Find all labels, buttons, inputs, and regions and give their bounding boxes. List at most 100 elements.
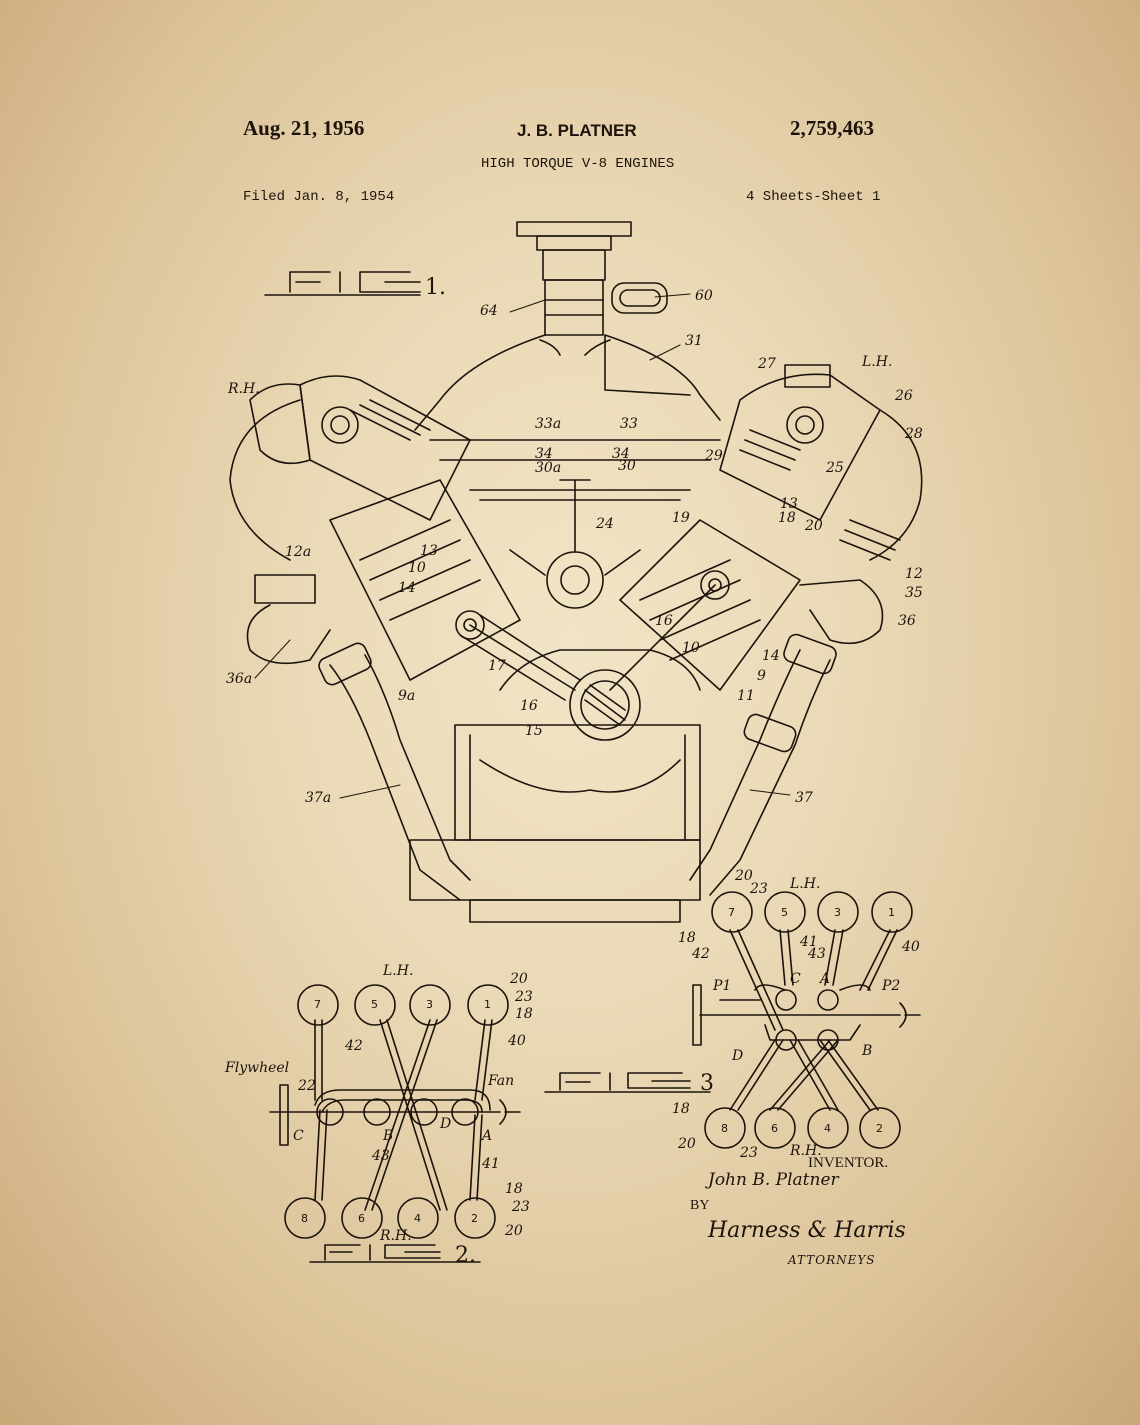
fig2-cyl-4: 4 bbox=[414, 1212, 421, 1225]
attorney-signature: Harness & Harris bbox=[708, 1218, 906, 1243]
label-37: 37 bbox=[795, 790, 813, 806]
label-33: 33 bbox=[620, 416, 638, 432]
label-60: 60 bbox=[695, 288, 713, 304]
filed-date: Filed Jan. 8, 1954 bbox=[243, 189, 395, 205]
by-label: BY bbox=[690, 1198, 710, 1213]
fig3-ref-p2: P2 bbox=[881, 978, 900, 994]
fig2-ref-20b: 20 bbox=[504, 1223, 523, 1239]
fig1-number: 1. bbox=[425, 275, 446, 300]
fig3-ref-a: A bbox=[818, 971, 830, 987]
fig2-cyl-8: 8 bbox=[301, 1212, 308, 1225]
fig3-cyl-7: 7 bbox=[728, 906, 735, 919]
label-17a: 17 bbox=[488, 658, 506, 674]
fig2-flywheel: Flywheel bbox=[224, 1060, 289, 1076]
label-13a: 13 bbox=[420, 543, 438, 559]
fig3-cyl-3: 3 bbox=[834, 906, 841, 919]
label-14a: 14 bbox=[398, 580, 416, 596]
fig3-cyl-6: 6 bbox=[771, 1122, 778, 1135]
fig2-ref-23b: 23 bbox=[511, 1199, 530, 1215]
fig2-cyl-3: 3 bbox=[426, 998, 433, 1011]
label-12a: 12a bbox=[285, 544, 311, 560]
fig2-cyl-1: 1 bbox=[484, 998, 491, 1011]
fig2-ref-b: B bbox=[382, 1128, 393, 1144]
fig2-ref-18a: 18 bbox=[515, 1006, 533, 1022]
label-13b: 13 bbox=[780, 496, 798, 512]
fig2-cyl-5: 5 bbox=[371, 998, 378, 1011]
fig2-label: 2. bbox=[309, 1243, 481, 1268]
inventor-label: INVENTOR. bbox=[808, 1155, 889, 1171]
label-25: 25 bbox=[825, 460, 844, 476]
fig2-ref-20a: 20 bbox=[509, 971, 528, 987]
label-16a: 16 bbox=[655, 613, 673, 629]
fig2-diagram: L.H. R.H. Flywheel Fan 7 5 3 1 8 6 bbox=[224, 963, 533, 1268]
sheet-number: 4 Sheets-Sheet 1 bbox=[746, 189, 881, 205]
crankcase bbox=[409, 724, 701, 923]
fig3-ref-41: 41 bbox=[799, 934, 818, 950]
label-9: 9 bbox=[757, 668, 766, 684]
fig2-ref-23a: 23 bbox=[514, 989, 533, 1005]
fig3-ref-43: 43 bbox=[807, 946, 826, 962]
right-cylinder-bank bbox=[609, 519, 801, 691]
fig2-cyl-2: 2 bbox=[471, 1212, 478, 1225]
fig3-ref-20b: 20 bbox=[677, 1136, 696, 1152]
fig3-lh: L.H. bbox=[789, 876, 820, 892]
fig3-ref-23b: 23 bbox=[739, 1145, 758, 1161]
patent-number: 2,759,463 bbox=[790, 116, 874, 140]
fig2-ref-41: 41 bbox=[481, 1156, 500, 1172]
label-15: 15 bbox=[525, 723, 543, 739]
fig3-cyl-4: 4 bbox=[824, 1122, 831, 1135]
fig3-cyl-2: 2 bbox=[876, 1122, 883, 1135]
fig2-fan: Fan bbox=[487, 1073, 514, 1089]
fig2-number: 2. bbox=[455, 1243, 476, 1268]
fig3-number: 3 bbox=[700, 1071, 714, 1096]
fig2-ref-d: D bbox=[439, 1116, 451, 1132]
fig3-rh: R.H. bbox=[789, 1143, 822, 1159]
label-10: 10 bbox=[682, 640, 700, 656]
patent-date: Aug. 21, 1956 bbox=[243, 116, 365, 140]
fig3-ref-18b: 18 bbox=[672, 1101, 690, 1117]
fig2-ref-43: 43 bbox=[371, 1148, 390, 1164]
intake-manifold bbox=[414, 334, 721, 501]
label-31: 31 bbox=[685, 333, 703, 349]
label-lh: L.H. bbox=[861, 354, 892, 370]
left-cylinder-head bbox=[229, 375, 471, 665]
right-cylinder-head bbox=[719, 364, 923, 645]
fig2-ref-22: 22 bbox=[297, 1078, 316, 1094]
label-11: 11 bbox=[737, 688, 755, 704]
label-14: 14 bbox=[762, 648, 780, 664]
label-9a: 9a bbox=[398, 688, 415, 704]
fig2-ref-40: 40 bbox=[507, 1033, 526, 1049]
fig3-ref-p1: P1 bbox=[712, 978, 731, 994]
label-29: 29 bbox=[704, 448, 723, 464]
fig3-ref-b: B bbox=[861, 1043, 872, 1059]
inventor-signature: John B. Platner bbox=[708, 1170, 839, 1190]
label-18: 18 bbox=[778, 510, 796, 526]
inventor-name: J. B. PLATNER bbox=[517, 121, 637, 140]
fig3-ref-42: 42 bbox=[691, 946, 710, 962]
fig3-cyl-1: 1 bbox=[888, 906, 895, 919]
attorneys-label: ATTORNEYS bbox=[788, 1253, 876, 1267]
label-35: 35 bbox=[905, 585, 923, 601]
fig3-diagram: L.H. R.H. 7 5 3 1 8 6 4 2 20 bbox=[672, 868, 921, 1161]
label-26: 26 bbox=[894, 388, 913, 404]
fig3-ref-c: C bbox=[790, 971, 801, 987]
label-30a: 30a bbox=[535, 460, 561, 476]
patent-title: HIGH TORQUE V-8 ENGINES bbox=[481, 156, 675, 172]
crankshaft-assembly bbox=[499, 479, 701, 741]
label-36: 36 bbox=[898, 613, 916, 629]
label-20: 20 bbox=[804, 518, 823, 534]
fig2-cyl-6: 6 bbox=[358, 1212, 365, 1225]
fig3-ref-40: 40 bbox=[901, 939, 920, 955]
label-33a: 33a bbox=[535, 416, 561, 432]
fig1-leader-lines bbox=[254, 293, 791, 799]
label-19: 19 bbox=[672, 510, 690, 526]
fig2-ref-18b: 18 bbox=[505, 1181, 523, 1197]
label-24: 24 bbox=[595, 516, 614, 532]
label-34a: 34 bbox=[535, 446, 553, 462]
fig3-ref-20a: 20 bbox=[734, 868, 753, 884]
label-rh: R.H. bbox=[227, 381, 260, 397]
fig2-ref-42: 42 bbox=[344, 1038, 363, 1054]
label-36a: 36a bbox=[226, 671, 252, 687]
label-37a: 37a bbox=[305, 790, 331, 806]
fig1-callouts: R.H. L.H. 64 60 31 27 26 28 33a 33 34 34… bbox=[226, 288, 923, 806]
